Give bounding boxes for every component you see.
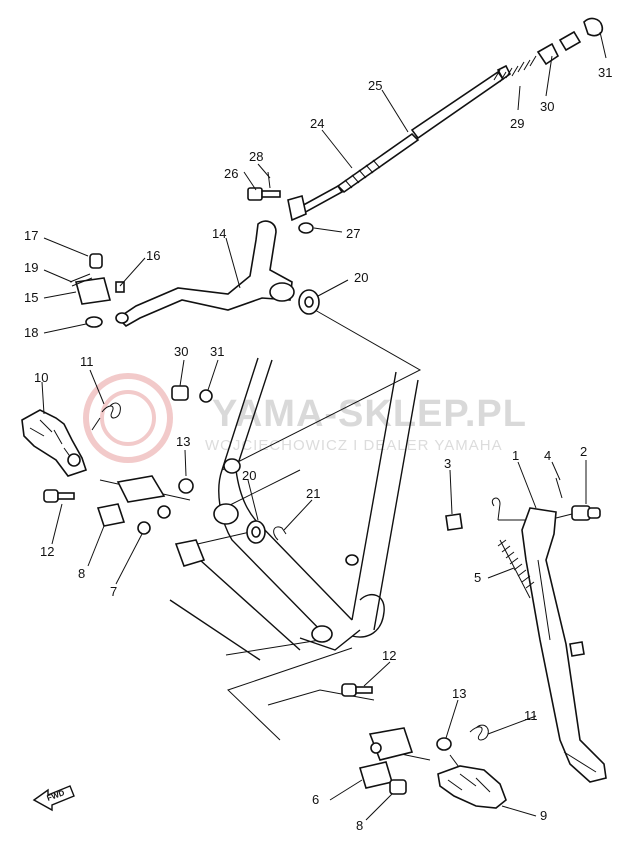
callout-20-top: 20 [354,270,368,285]
callout-21: 21 [306,486,320,501]
footrest-left [21,409,88,477]
callout-11-left: 11 [80,354,94,369]
callout-20-lower: 20 [242,468,256,483]
callout-14: 14 [212,226,226,241]
callout-27: 29 [510,116,524,131]
pedal-washer [298,289,320,315]
brake-cable [287,64,512,222]
callout-26: 28 [249,149,263,164]
callout-28: 30 [540,99,554,114]
callout-9: 9 [540,808,547,823]
callout-5: 5 [474,570,481,585]
callout-30: 30 [174,344,188,359]
callout-29: 31 [598,65,612,80]
callout-8-right: 8 [356,818,363,833]
callout-24: 26 [224,166,238,181]
callout-2: 2 [580,444,587,459]
frame-outline [169,357,419,661]
frame-bolts [171,385,213,403]
callout-16: 16 [146,248,160,263]
watermark-subtitle: WOJCIECHOWICZ I DEALER YAMAHA [205,437,503,454]
footrest-right [341,683,507,809]
leader-lines [41,31,607,821]
watermark: YAMA-SKLEP.PL WOJCIECHOWICZ I DEALER YAM… [83,373,527,463]
callout-31: 31 [210,344,224,359]
sidestand [445,477,607,783]
callout-18: 18 [24,325,38,340]
lower-washer-clip [246,520,287,544]
callout-10: 10 [34,370,48,385]
watermark-title: YAMA-SKLEP.PL [212,393,527,435]
forward-arrow: FWD [32,785,75,812]
callout-8-left: 8 [78,566,85,581]
assembly-lines [99,309,581,783]
callout-11-right: 11 [524,708,538,723]
clevis-bolt [247,171,314,234]
callout-numbers: 31 30 29 25 24 28 26 27 14 20 17 16 19 1… [24,65,612,833]
callout-15: 15 [24,290,38,305]
callout-7: 7 [110,584,117,599]
cable-spring [493,17,604,83]
callout-17: 17 [24,228,38,243]
callout-6: 6 [312,792,319,807]
callout-19: 19 [24,260,38,275]
callout-3: 3 [444,456,451,471]
frame-pivots [213,458,359,643]
callout-22: 24 [310,116,324,131]
footrest-spring-left [91,402,121,431]
callout-12-right: 12 [382,648,396,663]
brake-pedal [115,220,295,327]
callout-25: 27 [346,226,360,241]
callout-13-left: 13 [176,434,190,449]
pedal-tip-parts [69,253,125,328]
callout-13-right: 13 [452,686,466,701]
footrest-bracket-left [43,475,206,567]
callout-4: 4 [544,448,551,463]
callout-1: 1 [512,448,519,463]
callout-12-left: 12 [40,544,54,559]
callout-23: 25 [368,78,382,93]
